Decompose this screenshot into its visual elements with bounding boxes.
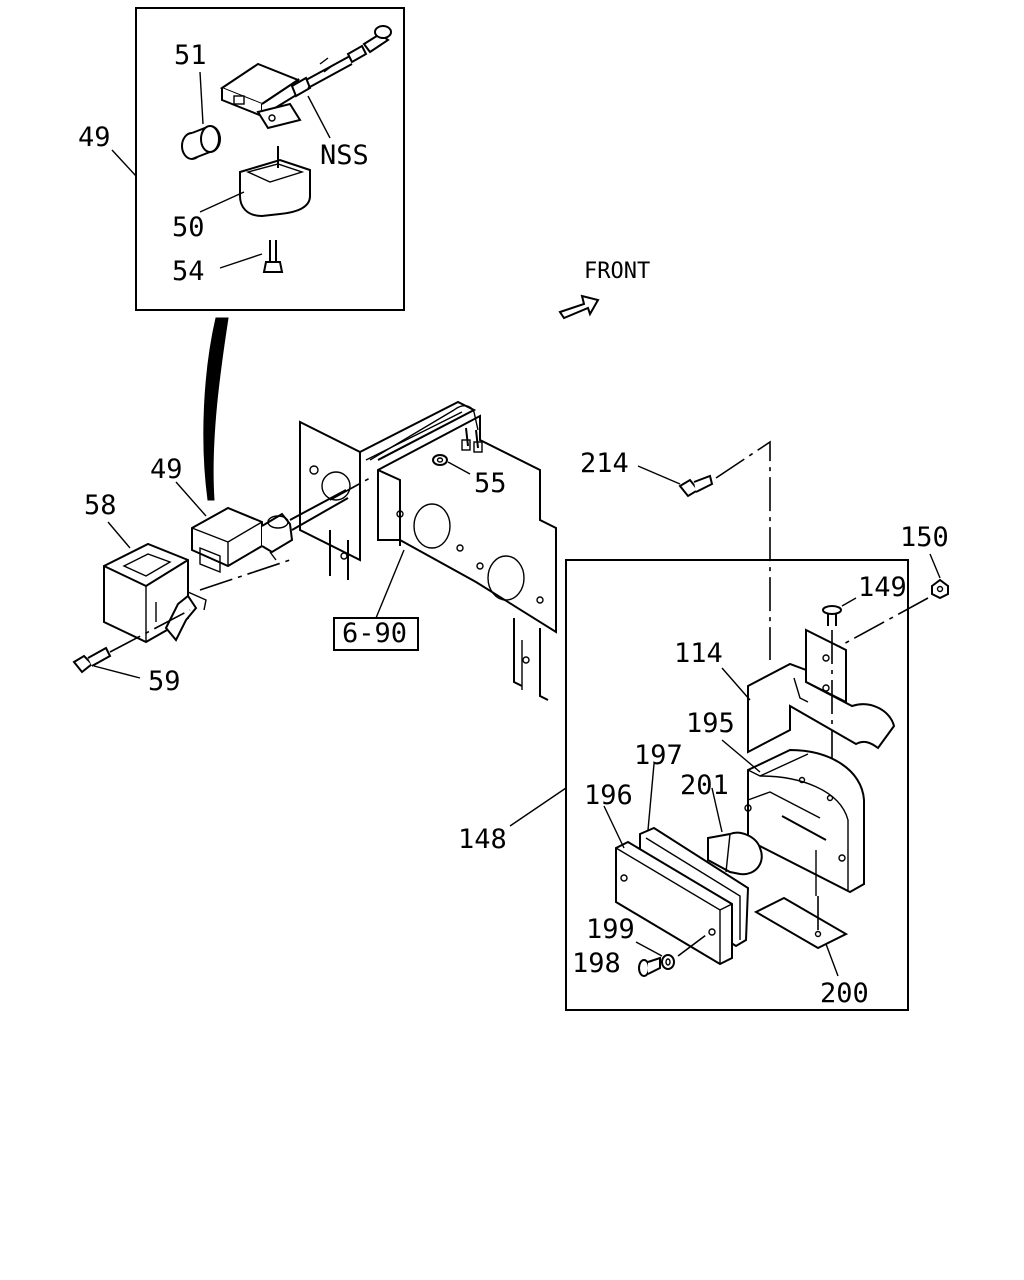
guard-58-drawing — [103, 542, 291, 644]
label-196: 196 — [584, 780, 633, 811]
leader-199 — [635, 941, 663, 957]
bolt-59-drawing — [72, 609, 191, 674]
label-150: 150 — [900, 522, 949, 553]
label-58: 58 — [84, 490, 117, 521]
label-199: 199 — [586, 914, 635, 945]
leader-114 — [721, 667, 751, 701]
ref-box-6-90: 6-90 — [333, 549, 419, 651]
lens-50-drawing — [199, 146, 311, 218]
label-149: 149 — [858, 572, 907, 603]
bulb-51-drawing — [181, 71, 221, 160]
leader-149 — [841, 597, 857, 607]
washer-55-drawing — [432, 454, 448, 466]
label-55: 55 — [474, 468, 507, 499]
leader-49-detail — [111, 149, 137, 177]
label-201: 201 — [680, 770, 729, 801]
leader-150 — [929, 553, 941, 579]
label-214: 214 — [580, 448, 629, 479]
leader-195 — [721, 739, 761, 773]
lens-196-drawing — [603, 805, 733, 966]
plate-200-drawing — [753, 850, 849, 977]
label-54: 54 — [172, 256, 205, 287]
front-arrow-icon — [558, 294, 600, 320]
label-198: 198 — [572, 948, 621, 979]
label-6-90: 6-90 — [342, 618, 407, 649]
label-49-detail: 49 — [78, 122, 111, 153]
lamp-49-drawing — [191, 477, 371, 574]
label-197: 197 — [634, 740, 683, 771]
label-59: 59 — [148, 666, 181, 697]
housing-195-drawing — [744, 748, 865, 894]
label-50: 50 — [172, 212, 205, 243]
label-195: 195 — [686, 708, 735, 739]
label-49: 49 — [150, 454, 183, 485]
washer-199-drawing — [661, 954, 675, 970]
screw-149-drawing — [822, 605, 842, 626]
label-nss: NSS — [320, 140, 369, 171]
socket-assembly-drawing — [219, 25, 392, 139]
leader-59 — [93, 665, 141, 679]
label-114: 114 — [674, 638, 723, 669]
label-200: 200 — [820, 978, 869, 1009]
nut-150-drawing — [839, 578, 949, 647]
bolt-214-drawing — [678, 440, 771, 660]
bulb-201-drawing — [707, 787, 763, 876]
leader-214 — [637, 465, 681, 485]
bracket-114-drawing — [747, 628, 896, 790]
leader-148 — [509, 787, 567, 827]
screw-198-drawing — [638, 956, 661, 977]
leader-55 — [447, 461, 471, 475]
screw-54-drawing — [219, 240, 284, 273]
label-51: 51 — [174, 40, 207, 71]
label-148: 148 — [458, 824, 507, 855]
leader-49 — [175, 481, 207, 517]
mounting-bracket-drawing — [299, 400, 557, 701]
lamp-assembly-box-148 — [565, 559, 909, 1011]
label-front: FRONT — [584, 259, 650, 284]
detail-box-49: 51 NSS 50 54 — [135, 7, 405, 311]
leader-58 — [107, 521, 131, 549]
detail-pointer-arrow — [203, 317, 229, 501]
